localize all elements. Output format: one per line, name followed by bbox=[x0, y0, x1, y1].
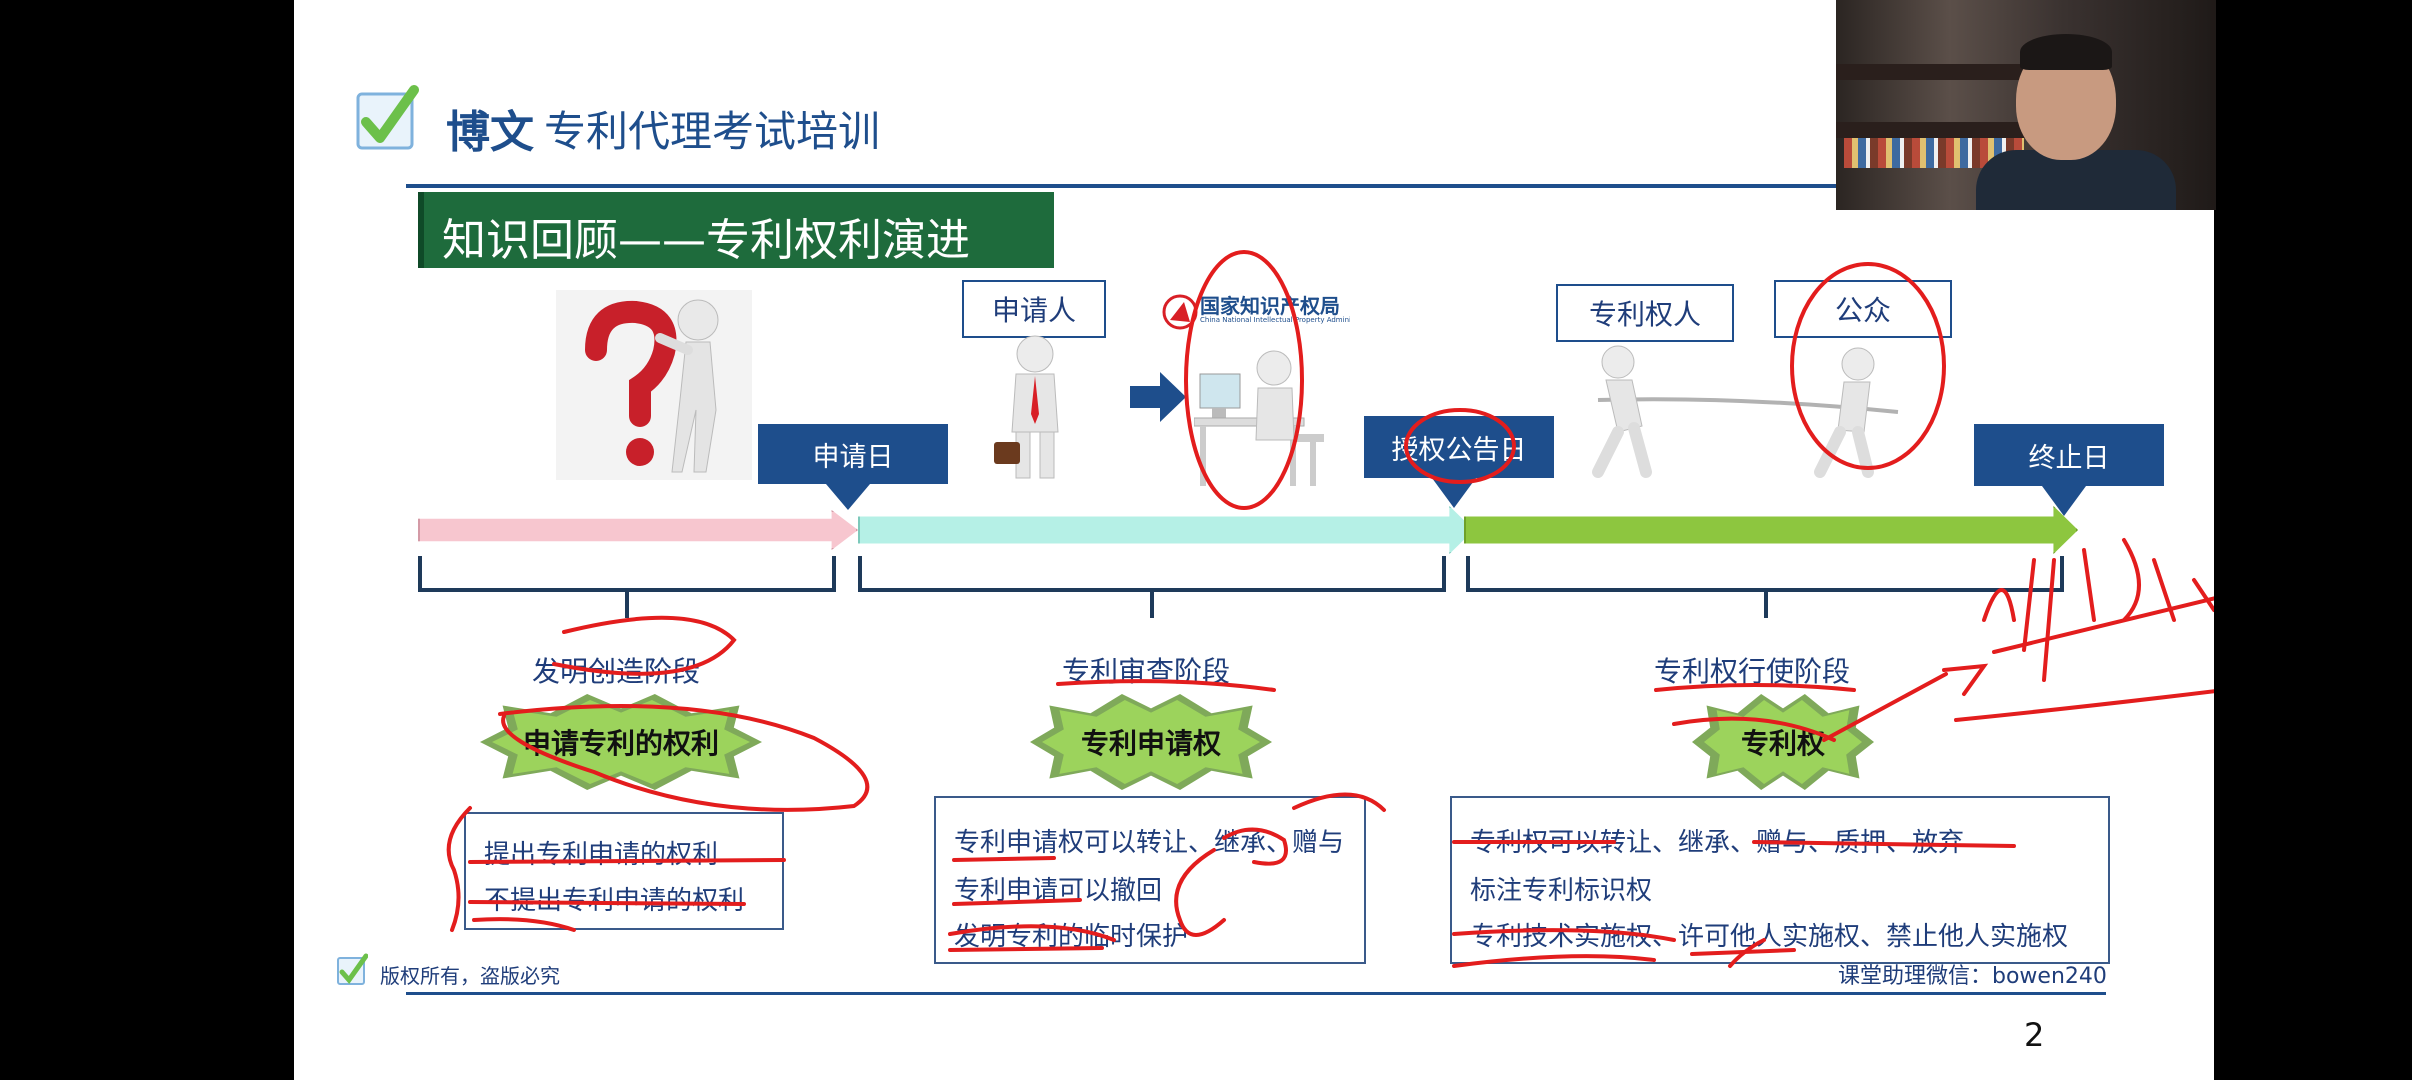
list-item: 专利技术实施权、许可他人实施权、禁止他人实施权 bbox=[1470, 922, 2069, 952]
stage-3-rights-list: 专利权可以转让、继承、赠与、质押、放弃 标注专利标识权 专利技术实施权、许可他人… bbox=[1450, 796, 2110, 964]
footer-copyright: 版权所有，盗版必究 bbox=[380, 964, 560, 988]
stage-1-rights-list: 提出专利申请的权利 不提出专利申请的权利 bbox=[464, 812, 784, 930]
bookshelf bbox=[1836, 122, 2036, 138]
stage-2-name: 专利审查阶段 bbox=[1062, 655, 1231, 688]
stage-3-name: 专利权行使阶段 bbox=[1654, 655, 1851, 688]
stage-2-rights-list: 专利申请权可以转让、继承、赠与 专利申请可以撤回 发明专利的临时保护 bbox=[934, 796, 1366, 964]
list-item: 专利权可以转让、继承、赠与、质押、放弃 bbox=[1470, 828, 1965, 858]
presenter-body bbox=[1976, 150, 2176, 210]
section-title: 知识回顾——专利权利演进 bbox=[418, 192, 1054, 268]
list-item: 提出专利申请的权利 bbox=[484, 840, 719, 870]
termination-day-pointer bbox=[2042, 486, 2086, 516]
termination-day-marker: 终止日 bbox=[1974, 424, 2164, 486]
list-item: 不提出专利申请的权利 bbox=[484, 886, 745, 916]
webcam-overlay bbox=[1836, 0, 2216, 210]
footer-checkmark-icon bbox=[336, 952, 369, 986]
businessman-figure-icon bbox=[990, 334, 1080, 484]
question-mark-figure-icon bbox=[556, 290, 752, 480]
list-item: 标注专利标识权 bbox=[1470, 876, 1653, 906]
presenter-hair bbox=[2020, 34, 2112, 70]
list-item: 专利申请权可以转让、继承、赠与 bbox=[954, 828, 1345, 858]
stage-1-name: 发明创造阶段 bbox=[532, 655, 701, 688]
checkmark-logo-icon bbox=[354, 82, 420, 154]
footer-rule bbox=[406, 992, 2106, 995]
patentee-label: 专利权人 bbox=[1556, 284, 1734, 342]
list-item: 专利申请可以撤回 bbox=[954, 876, 1163, 906]
filing-day-pointer bbox=[826, 484, 870, 510]
header-rule bbox=[406, 184, 2066, 188]
bookshelf bbox=[1836, 64, 2036, 80]
page-number: 2 bbox=[2024, 1016, 2045, 1054]
list-item: 发明专利的临时保护 bbox=[954, 922, 1189, 952]
header-title: 专利代理考试培训 bbox=[544, 107, 881, 156]
footer-assistant-wechat: 课堂助理微信：bowen240 bbox=[1838, 964, 2107, 989]
right-arrow-icon bbox=[1130, 372, 1186, 422]
header-brand: 博文 bbox=[446, 107, 534, 158]
stage-braces bbox=[418, 556, 2064, 618]
filing-day-marker: 申请日 bbox=[758, 424, 948, 484]
stage-2-right-badge: 专利申请权 bbox=[1042, 700, 1260, 784]
